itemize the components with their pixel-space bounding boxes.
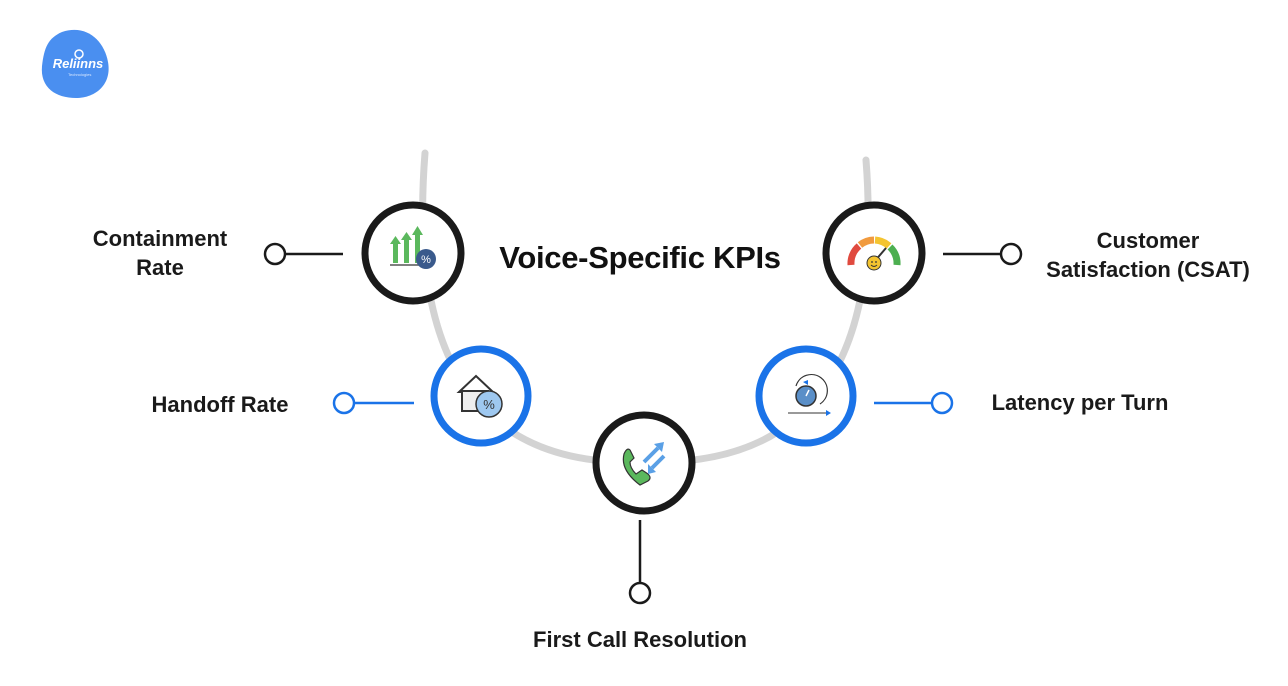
growth-chart-percent-icon: %	[390, 226, 436, 269]
latency-per-turn-label: Latency per Turn	[991, 390, 1169, 415]
csat-node	[822, 201, 926, 305]
diagram-title: Voice-Specific KPIs	[499, 240, 781, 275]
connector-dot	[332, 391, 356, 415]
latency-per-turn-node	[755, 345, 857, 447]
first-call-resolution-label: First Call Resolution	[533, 627, 747, 652]
connector-dot	[628, 581, 652, 605]
phone-arrows-icon	[622, 442, 666, 486]
stopwatch-icon	[788, 373, 831, 416]
containment-rate-label: Containment Rate	[70, 224, 250, 282]
logo-text: Reliinns	[52, 56, 104, 71]
house-percent-icon: %	[456, 374, 503, 418]
connector-dot	[999, 242, 1023, 266]
svg-text:%: %	[421, 254, 431, 266]
connector-dot	[263, 242, 287, 266]
connector-dot	[930, 391, 954, 415]
satisfaction-gauge-icon	[847, 236, 901, 271]
first-call-resolution-node	[592, 411, 696, 515]
label-line: Containment	[92, 226, 228, 251]
label-line: Satisfaction (CSAT)	[1046, 257, 1250, 282]
containment-rate-node: %	[361, 201, 465, 305]
csat-label: Customer Satisfaction (CSAT)	[1030, 226, 1266, 284]
label-line: Rate	[136, 255, 184, 280]
handoff-rate-node: %	[430, 345, 532, 447]
logo-subtext: Technologies	[68, 72, 92, 77]
svg-text:%: %	[483, 397, 495, 412]
label-line: Customer	[1096, 228, 1200, 253]
handoff-rate-label: Handoff Rate	[151, 392, 289, 417]
